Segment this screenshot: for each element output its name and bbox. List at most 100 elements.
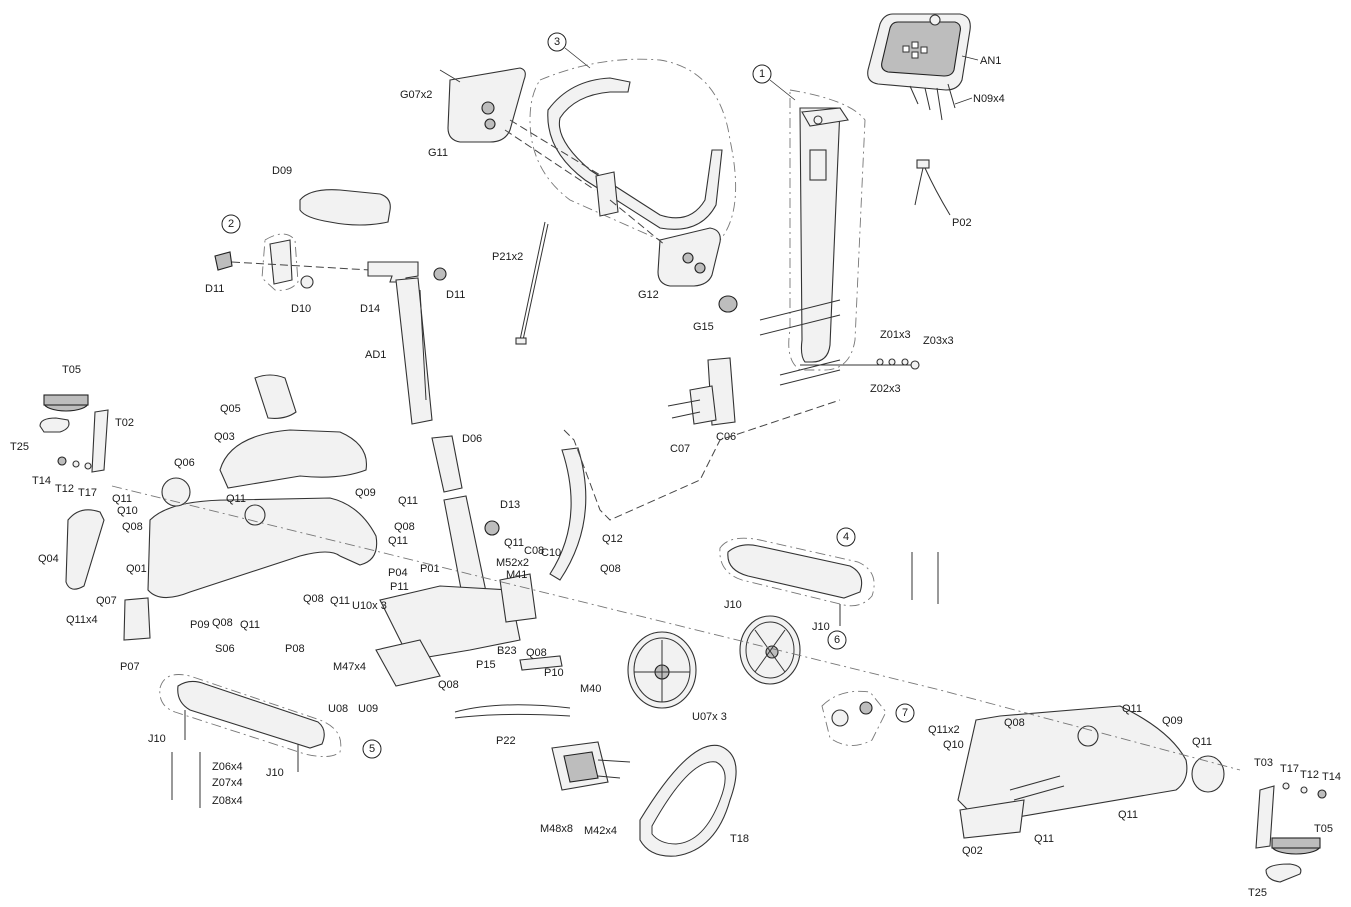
callout-7-number: 7 [902,707,908,719]
label-Q08-e: Q08 [212,617,233,629]
label-Q12: Q12 [602,533,623,545]
label-Q08-g: Q08 [438,679,459,691]
callout-1 [752,64,772,84]
label-P07: P07 [120,661,140,673]
label-N09x4: N09x4 [973,93,1005,105]
label-Q09-b: Q09 [1162,715,1183,727]
label-Q11x4: Q11x4 [66,614,98,626]
label-P15: P15 [476,659,496,671]
label-G15: G15 [693,321,714,333]
callout-4 [836,527,856,547]
right-shroud [957,705,1225,839]
label-Q11-i: Q11 [1192,736,1212,748]
label-D09: D09 [272,165,292,177]
label-Q08-c: Q08 [600,563,621,575]
callout-3-number: 3 [554,36,560,48]
main-frame [375,399,841,687]
label-Z03x3: Z03x3 [923,335,954,347]
label-M41: M41 [506,569,527,581]
label-C08: C08 [524,545,544,557]
label-Q11-c: Q11 [398,495,418,507]
label-C07: C07 [670,443,690,455]
left-pedal-crank [39,394,109,473]
left-shroud [65,374,378,641]
pulley-wheel [627,631,697,709]
label-T25-left: T25 [10,441,29,453]
label-Q05: Q05 [220,403,241,415]
label-Q11-b: Q11 [226,493,246,505]
label-D10: D10 [291,303,311,315]
label-P09: P09 [190,619,210,631]
label-S06: S06 [215,643,235,655]
label-Q08-a: Q08 [122,521,143,533]
label-D06: D06 [462,433,482,445]
wire-P22 [454,704,571,719]
callout-1-number: 1 [759,68,765,80]
handlebar-assembly [529,58,737,251]
label-U10x3: U10x 3 [352,600,387,612]
label-Q08-b: Q08 [394,521,415,533]
callout-3 [547,32,567,52]
label-D14: D14 [360,303,380,315]
label-P01: P01 [420,563,440,575]
label-Q02: Q02 [962,845,983,857]
front-post-assembly [788,89,866,371]
label-Q11-e: Q11 [388,535,408,547]
label-D13: D13 [500,499,520,511]
bolts-Z01-Z03 [759,299,920,386]
callout-6-number: 6 [834,634,840,646]
label-G11: G11 [428,147,448,159]
label-J10-a: J10 [148,733,166,745]
label-U09: U09 [358,703,378,715]
label-U07x3: U07x 3 [692,711,727,723]
label-Z07x4: Z07x4 [212,777,243,789]
label-Q10-b: Q10 [943,739,964,751]
label-M52x2: M52x2 [496,557,529,569]
wire-P02 [914,159,951,216]
label-Z08x4: Z08x4 [212,795,243,807]
label-T14-left: T14 [32,475,51,487]
label-M48x8: M48x8 [540,823,573,835]
seat-post-AD1 [367,261,447,425]
label-M42x4: M42x4 [584,825,617,837]
grip-cover-G11 [439,67,601,191]
label-T17-right: T17 [1280,763,1299,775]
label-T17-left: T17 [78,487,97,499]
label-Q06: Q06 [174,457,195,469]
console-assembly [867,13,979,121]
right-pedal-crank [1255,782,1327,883]
magnet-assembly [821,690,887,746]
label-Q04: Q04 [38,553,59,565]
label-Z06x4: Z06x4 [212,761,243,773]
label-Z01x3: Z01x3 [880,329,911,341]
label-J10-b: J10 [266,767,284,779]
assembly-axis-line [111,485,1241,771]
label-Z02x3: Z02x3 [870,383,901,395]
label-Q11-k: Q11 [1034,833,1054,845]
label-AN1: AN1 [980,55,1001,67]
label-AD1: AD1 [365,349,386,361]
label-Q11-h: Q11 [1122,703,1142,715]
label-Q10-a: Q10 [117,505,138,517]
label-Q08-d: Q08 [303,593,324,605]
label-Q11x2: Q11x2 [928,724,960,736]
label-T12-left: T12 [55,483,74,495]
label-G12: G12 [638,289,659,301]
label-J10-c: J10 [724,599,742,611]
label-Q01: Q01 [126,563,147,575]
label-U08: U08 [328,703,348,715]
seat-assembly [214,189,391,291]
front-stabilizer [159,674,342,808]
callout-5 [362,739,382,759]
label-M40: M40 [580,683,601,695]
drive-belt-T18 [639,744,737,857]
label-D11-left: D11 [205,283,224,295]
label-B23: B23 [497,645,517,657]
label-C10: C10 [541,547,561,559]
callout-2-number: 2 [228,218,234,230]
label-T02: T02 [115,417,134,429]
label-T18: T18 [730,833,749,845]
label-P02: P02 [952,217,972,229]
label-Q11-g: Q11 [240,619,260,631]
